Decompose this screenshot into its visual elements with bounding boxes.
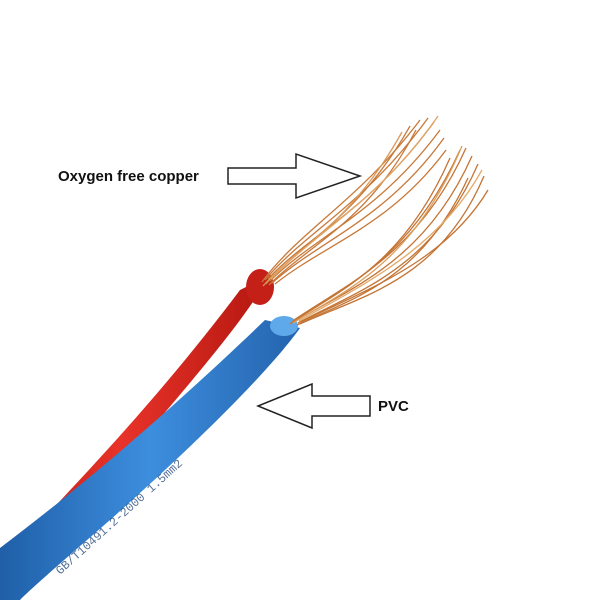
arrow-left-icon xyxy=(256,382,371,430)
pvc-label: PVC xyxy=(378,398,409,415)
copper-strands-upper xyxy=(261,115,447,287)
blue-cable-end xyxy=(270,316,298,336)
blue-insulation xyxy=(0,320,300,600)
copper-label: Oxygen free copper xyxy=(58,168,199,185)
arrow-right-icon xyxy=(227,152,363,200)
copper-strands-lower xyxy=(289,145,489,326)
blue-cable: GB/T10491.2-2000 1.5mm2 xyxy=(0,316,300,600)
